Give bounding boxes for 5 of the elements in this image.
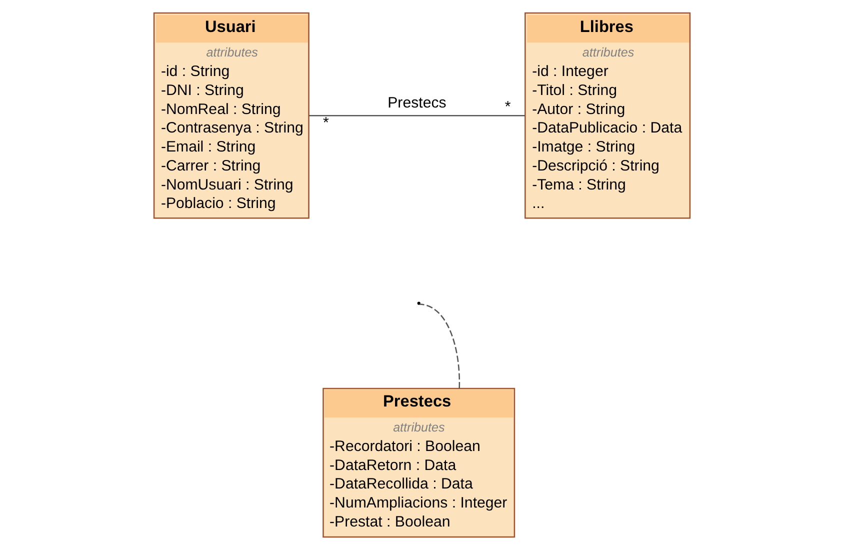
connector <box>419 304 460 388</box>
label: * <box>504 98 511 116</box>
label: * <box>323 114 329 132</box>
connector <box>308 114 525 116</box>
edge-label: Prestecs <box>388 94 446 112</box>
